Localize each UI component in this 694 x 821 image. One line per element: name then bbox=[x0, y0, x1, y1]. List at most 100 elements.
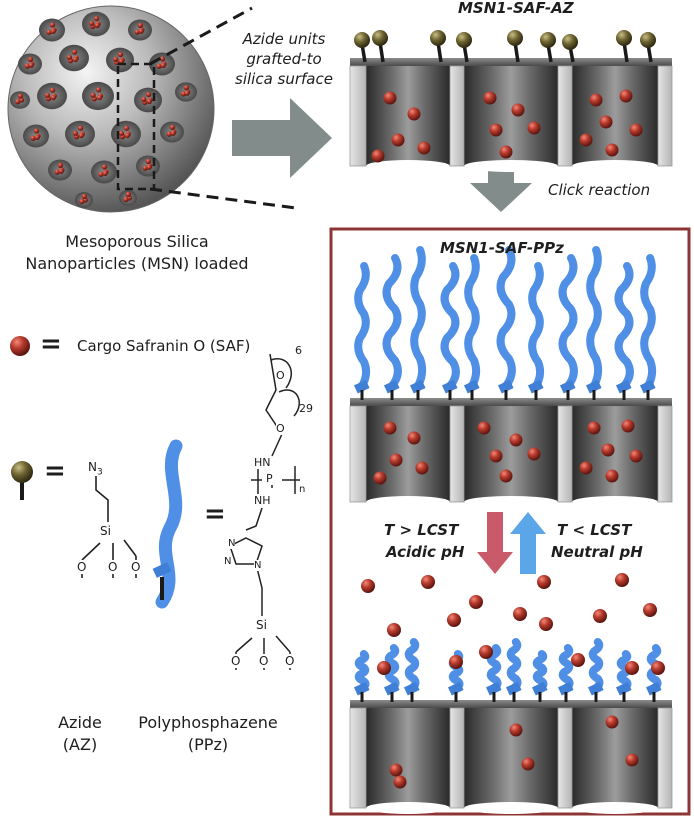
ppz-o-center: O bbox=[259, 654, 269, 668]
release-arrow bbox=[477, 512, 513, 574]
cargo-sphere bbox=[113, 56, 119, 62]
ppz-chain bbox=[440, 262, 460, 390]
cargo-sphere bbox=[49, 22, 56, 28]
cargo-legend-label: Cargo Safranin O (SAF) bbox=[77, 337, 251, 355]
cargo-sphere bbox=[30, 135, 36, 141]
zoom-line-bottom bbox=[149, 187, 297, 210]
click-reaction-arrow bbox=[470, 168, 532, 212]
triazole-anchor bbox=[557, 681, 574, 696]
cargo-sphere bbox=[625, 753, 639, 767]
cargo-sphere bbox=[383, 91, 397, 105]
grafting-label-2: grafted-to bbox=[246, 50, 322, 68]
silica-wall bbox=[657, 405, 673, 503]
surface-top bbox=[350, 58, 672, 68]
triazole-anchor bbox=[383, 681, 400, 696]
azide-head bbox=[354, 32, 370, 48]
grafting-arrow bbox=[232, 98, 332, 178]
cargo-sphere bbox=[78, 125, 84, 131]
cargo-sphere bbox=[601, 443, 615, 457]
pore-opening bbox=[366, 160, 450, 172]
triazole-anchor bbox=[615, 379, 632, 394]
cargo-sphere bbox=[78, 132, 85, 139]
pore-opening bbox=[366, 496, 450, 508]
cargo-sphere bbox=[50, 94, 57, 101]
cargo-sphere bbox=[101, 164, 108, 170]
ppz-chain bbox=[532, 650, 548, 692]
cargo-sphere bbox=[417, 141, 431, 155]
cargo-sphere bbox=[589, 93, 603, 107]
ppz-chain bbox=[586, 246, 603, 390]
cargo-sphere bbox=[24, 63, 30, 69]
ppz-triazole-n3: N bbox=[254, 560, 262, 571]
cargo-sphere bbox=[579, 133, 593, 147]
cargo-legend-sphere bbox=[10, 336, 30, 356]
ppz-chain bbox=[354, 262, 371, 390]
pore-channel bbox=[366, 406, 450, 502]
cargo-sphere bbox=[489, 449, 503, 463]
ppz-chain bbox=[486, 644, 502, 692]
channel-msn1-saf-az bbox=[349, 30, 673, 172]
cargo-sphere bbox=[447, 613, 461, 627]
release-condition-temp: T > LCST bbox=[384, 521, 459, 539]
ppz-chain bbox=[404, 638, 420, 692]
triazole-anchor bbox=[353, 379, 370, 394]
cargo-sphere bbox=[479, 645, 493, 659]
cargo-sphere bbox=[34, 134, 40, 140]
triazole-anchor bbox=[463, 379, 480, 394]
pore-channel bbox=[366, 708, 450, 808]
cargo-sphere bbox=[629, 123, 643, 137]
closed-condition-ph: Neutral pH bbox=[551, 543, 643, 561]
azide-head bbox=[640, 32, 656, 48]
channel-msn1-saf-ppz-open bbox=[349, 573, 673, 814]
cargo-sphere bbox=[102, 170, 108, 176]
title-msn1-saf-az: MSN1-SAF-AZ bbox=[458, 0, 574, 17]
ppz-o-top: O bbox=[276, 369, 285, 382]
cargo-sphere bbox=[377, 661, 391, 675]
msn-label-2: Nanoparticles (MSN) loaded bbox=[25, 254, 249, 273]
ppz-hn: HN bbox=[254, 456, 271, 469]
cargo-sphere bbox=[625, 661, 639, 675]
cargo-sphere bbox=[527, 121, 541, 135]
channel-msn1-saf-ppz-closed bbox=[349, 246, 673, 508]
ppz-chain bbox=[640, 254, 657, 390]
cargo-sphere bbox=[166, 131, 172, 137]
silica-wall bbox=[557, 707, 573, 809]
cargo-sphere bbox=[629, 449, 643, 463]
cargo-sphere bbox=[96, 87, 102, 93]
release-condition-ph: Acidic pH bbox=[386, 543, 465, 561]
cargo-sphere bbox=[142, 165, 148, 171]
azide-o-left: O bbox=[77, 560, 87, 574]
cargo-sphere bbox=[145, 91, 152, 98]
cargo-sphere bbox=[146, 164, 152, 170]
azide-head bbox=[372, 30, 388, 46]
azide-o-right: O bbox=[131, 560, 141, 574]
ppz-chain bbox=[528, 262, 545, 390]
cargo-sphere bbox=[58, 168, 64, 174]
title-msn1-saf-ppz: MSN1-SAF-PPz bbox=[440, 239, 564, 257]
silica-wall bbox=[349, 65, 367, 167]
azide-head bbox=[616, 30, 632, 46]
triazole-anchor bbox=[447, 681, 464, 696]
ppz-legend-icon bbox=[152, 439, 183, 609]
surface-top bbox=[350, 398, 672, 408]
cargo-sphere bbox=[605, 715, 619, 729]
cargo-sphere bbox=[72, 130, 79, 136]
triazole-anchor bbox=[383, 379, 400, 394]
ppz-chain bbox=[558, 254, 578, 390]
cargo-sphere bbox=[513, 607, 527, 621]
ppz-chain bbox=[588, 638, 604, 692]
cargo-sphere bbox=[499, 145, 513, 159]
ppz-o-left: O bbox=[231, 654, 241, 668]
cargo-sphere bbox=[138, 28, 144, 34]
cargo-sphere bbox=[98, 171, 104, 177]
cargo-sphere bbox=[94, 22, 100, 29]
ppz-o-mid: O bbox=[276, 422, 285, 435]
cargo-sphere bbox=[415, 461, 429, 475]
ppz-chain bbox=[382, 254, 402, 390]
silica-wall bbox=[657, 65, 673, 167]
cargo-sphere bbox=[124, 132, 131, 139]
triazole-anchor bbox=[485, 681, 502, 696]
cargo-sphere bbox=[79, 198, 85, 205]
ppz-chain bbox=[506, 638, 522, 692]
ppz-chain bbox=[558, 644, 574, 692]
